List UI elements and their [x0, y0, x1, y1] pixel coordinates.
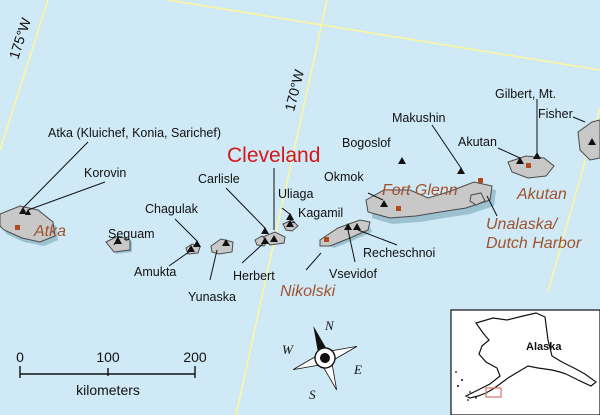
- volcano-labels: Atka (Kluichef, Konia, Sarichef) Korovin…: [48, 87, 573, 304]
- volcano-recheschnoi: [353, 223, 361, 230]
- label-kagamil: Kagamil: [298, 206, 343, 220]
- town-marker-unalaska: [478, 178, 483, 183]
- compass-e: E: [353, 362, 362, 377]
- volcano-makushin: [457, 167, 465, 174]
- volcano-atka: [19, 207, 27, 214]
- town-marker-nikolski: [324, 237, 329, 242]
- label-okmok: Okmok: [324, 170, 364, 184]
- inset-study-area-box: [485, 387, 502, 398]
- volcano-markers: [19, 138, 596, 252]
- compass-rose: [292, 326, 358, 391]
- label-amukta: Amukta: [134, 265, 176, 279]
- label-atka-volcanoes: Atka (Kluichef, Konia, Sarichef): [48, 126, 221, 140]
- label-herbert: Herbert: [233, 269, 275, 283]
- volcano-herbert: [261, 237, 269, 244]
- label-recheschnoi: Recheschnoi: [363, 246, 435, 260]
- label-town-atka: Atka: [33, 223, 66, 240]
- town-marker-atka: [15, 225, 20, 230]
- volcano-chagulak: [193, 240, 201, 247]
- meridian-170w-line: [235, 0, 328, 415]
- scale-tick-200: 200: [183, 349, 207, 365]
- label-town-unalaska: Unalaska/: [486, 216, 559, 233]
- compass-n: N: [324, 318, 335, 333]
- scale-tick-100: 100: [96, 349, 120, 365]
- label-fisher: Fisher: [538, 107, 573, 121]
- label-bogoslof: Bogoslof: [342, 136, 391, 150]
- label-makushin: Makushin: [392, 111, 446, 125]
- unimak-island: [577, 119, 600, 161]
- label-yunaska: Yunaska: [188, 290, 236, 304]
- volcano-fisher: [588, 138, 596, 145]
- scale-tick-0: 0: [16, 349, 24, 365]
- volcano-okmok: [380, 200, 388, 207]
- volcano-carlisle: [261, 227, 269, 234]
- volcano-akutan: [516, 157, 524, 164]
- town-markers: [15, 163, 531, 242]
- atka-island: [0, 205, 56, 243]
- volcano-kagamil: [286, 220, 294, 227]
- label-town-nikolski: Nikolski: [280, 283, 336, 300]
- parallel-line: [167, 0, 600, 71]
- volcano-gilbert: [533, 152, 541, 159]
- volcano-amukta: [187, 245, 195, 252]
- label-uliaga: Uliaga: [278, 187, 313, 201]
- leader-lines: [22, 99, 586, 281]
- volcano-yunaska: [222, 239, 230, 246]
- town-marker-fort-glenn: [396, 206, 401, 211]
- amaknak-island: [469, 192, 486, 206]
- label-gilbert: Gilbert, Mt.: [495, 87, 556, 101]
- label-akutan-volcano: Akutan: [458, 135, 497, 149]
- inset-alaska-outline: [464, 312, 597, 399]
- town-labels: Atka Nikolski Fort Glenn Akutan Unalaska…: [33, 182, 582, 300]
- label-town-akutan: Akutan: [516, 186, 567, 203]
- label-carlisle: Carlisle: [198, 172, 240, 186]
- label-chagulak: Chagulak: [145, 202, 199, 216]
- label-cleveland: Cleveland: [227, 144, 320, 167]
- scale-unit: kilometers: [76, 382, 140, 398]
- volcano-cleveland: [270, 235, 278, 242]
- locator-inset: Alaska: [450, 309, 600, 415]
- compass-s: S: [309, 387, 316, 402]
- volcano-korovin: [25, 209, 31, 215]
- scale-bar: 0 100 200 kilometers: [16, 349, 207, 398]
- inset-alaska-label: Alaska: [526, 341, 562, 353]
- label-town-fort-glenn: Fort Glenn: [382, 182, 458, 199]
- label-seguam: Seguam: [108, 227, 155, 241]
- label-town-dutch-harbor: Dutch Harbor: [486, 235, 582, 252]
- meridian-175w-line: [0, 0, 49, 151]
- volcano-uliaga: [286, 213, 294, 220]
- volcano-bogoslof: [398, 157, 406, 164]
- volcano-vsevidof: [344, 223, 352, 230]
- town-marker-akutan: [526, 163, 531, 168]
- volcano-seguam: [114, 237, 122, 244]
- label-korovin: Korovin: [84, 166, 126, 180]
- label-vsevidof: Vsevidof: [329, 267, 377, 281]
- compass-w: W: [282, 342, 294, 357]
